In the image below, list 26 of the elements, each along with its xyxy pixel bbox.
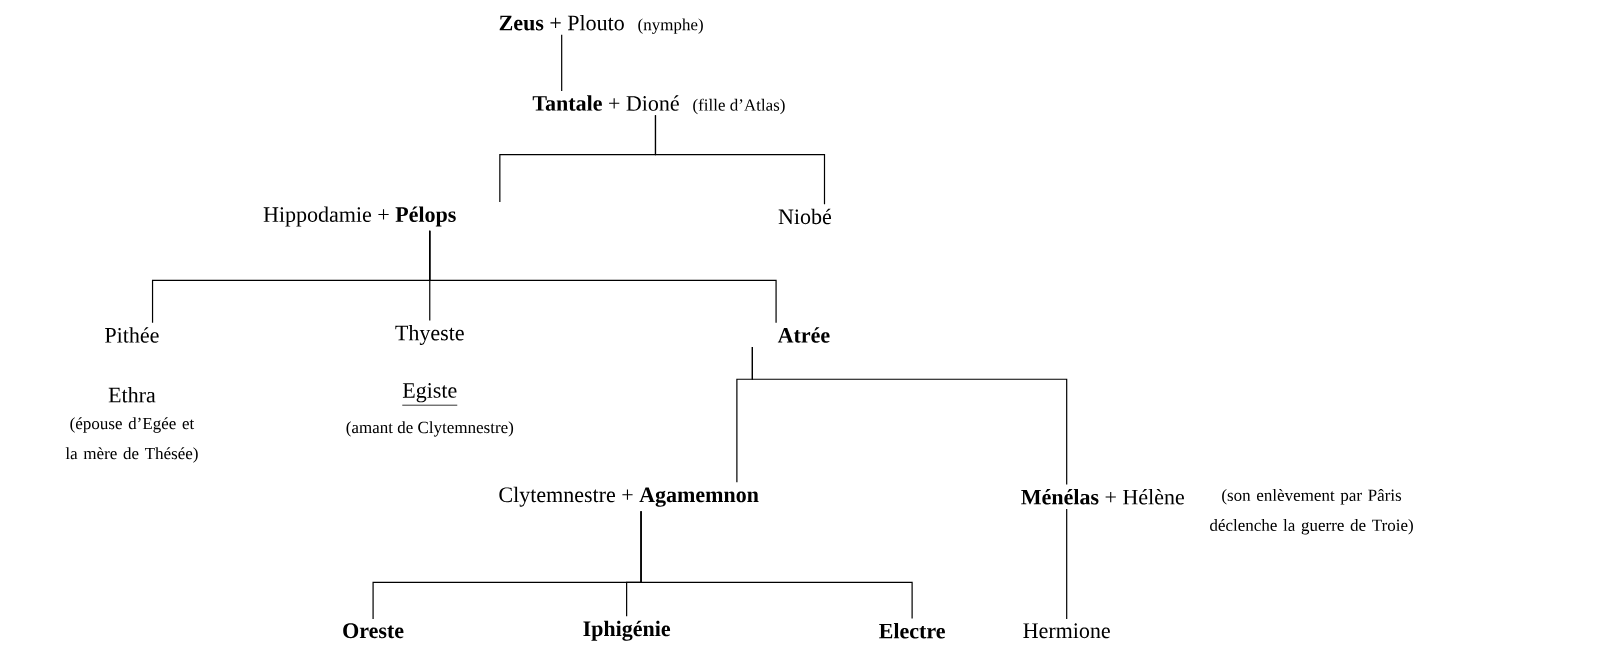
family-line [640,510,913,620]
family-line [561,34,563,92]
note-text: (son enlèvement par Pâris déclenche la guerre de Troie) [1210,489,1413,535]
family-line [654,114,826,205]
person-label: Tantale + Dioné [532,95,679,111]
person-label: Pithée [105,327,159,343]
note-text: (amant de Clytemnestre) [346,421,514,437]
person-label: Hermione [1023,623,1110,639]
person-label: Clytemnestre + Agamemnon [499,486,759,507]
person-label: Electre [879,623,945,639]
person-label: Zeus + Plouto [499,14,624,31]
person-label: Oreste [343,623,404,639]
note-text: (épouse d’Egée et la mère de Thésée) [65,417,198,463]
person-label: Thyeste [395,324,464,345]
person-label: Egiste [401,383,458,406]
person-label: Niobé [778,208,832,225]
note-text: (nymphe) [638,18,703,34]
person-label: Ethra [108,387,156,403]
person-label: Hippodamie + Pélops [263,206,456,227]
person-label: Atrée [777,327,830,343]
family-line [1066,508,1068,620]
family-line [751,346,1068,486]
person-label: Iphigénie [583,620,671,641]
person-label: Ménélas + Hélène [1021,489,1184,505]
family-line [429,230,777,324]
note-text: (fille d’Atlas) [693,98,785,115]
